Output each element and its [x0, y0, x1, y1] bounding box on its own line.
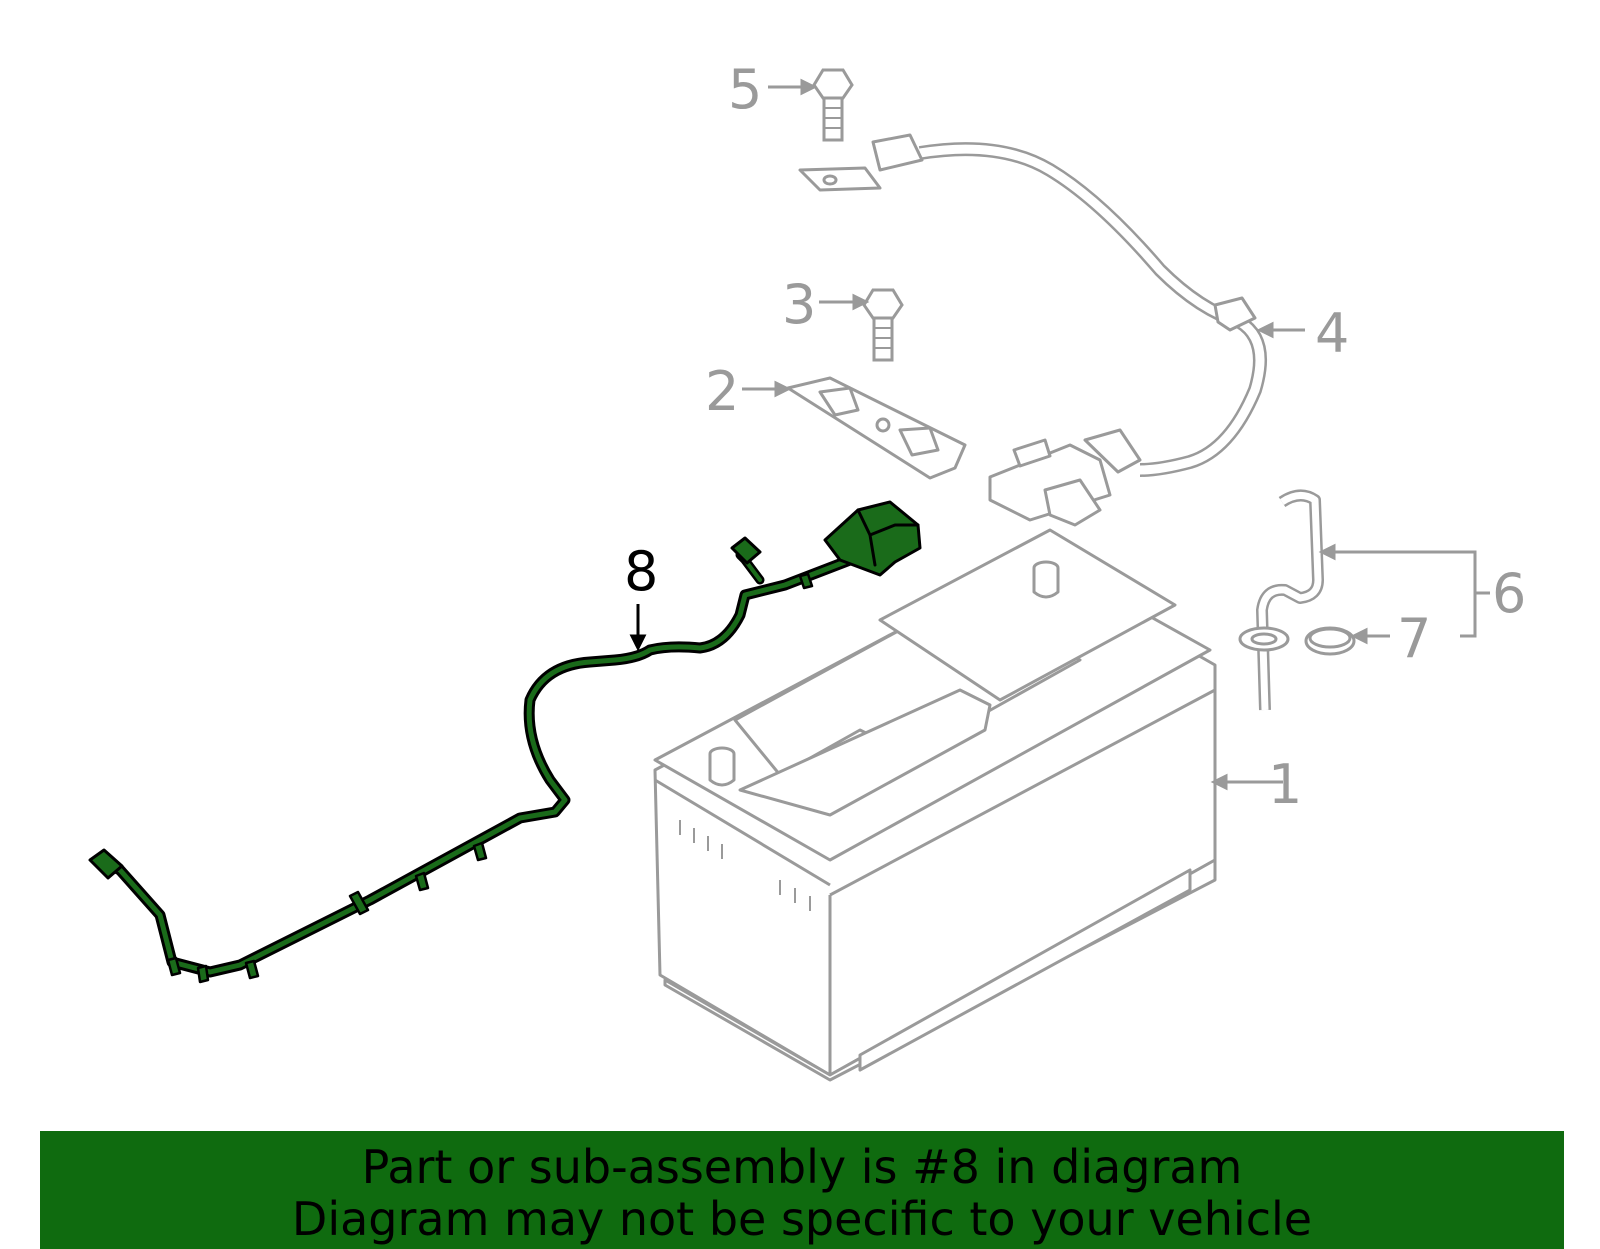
plug-part-7: [1304, 626, 1356, 656]
callout-1: 1: [1268, 753, 1302, 816]
callout-8: 8: [624, 540, 658, 603]
cable-part-4: [798, 133, 1267, 527]
leader-arrow-8: [629, 604, 647, 652]
bolt-part-5: [812, 68, 854, 142]
callout-5: 5: [728, 58, 762, 121]
bolt-part-3: [862, 288, 904, 362]
info-banner: Part or sub-assembly is #8 in diagram Di…: [40, 1131, 1564, 1249]
banner-line-1: Part or sub-assembly is #8 in diagram: [361, 1140, 1243, 1194]
banner-line-2: Diagram may not be specific to your vehi…: [291, 1192, 1313, 1246]
callout-7: 7: [1397, 607, 1431, 670]
wiring-harness-part-8: [88, 500, 922, 984]
callout-3: 3: [782, 273, 816, 336]
vent-tube-part-6: [1238, 489, 1324, 711]
hold-down-bracket-part-2: [786, 376, 967, 480]
callout-4: 4: [1315, 302, 1349, 365]
battery-part-1: [653, 528, 1217, 1082]
callout-6: 6: [1492, 562, 1526, 625]
callout-2: 2: [705, 360, 739, 423]
leader-arrows: [742, 78, 1490, 791]
